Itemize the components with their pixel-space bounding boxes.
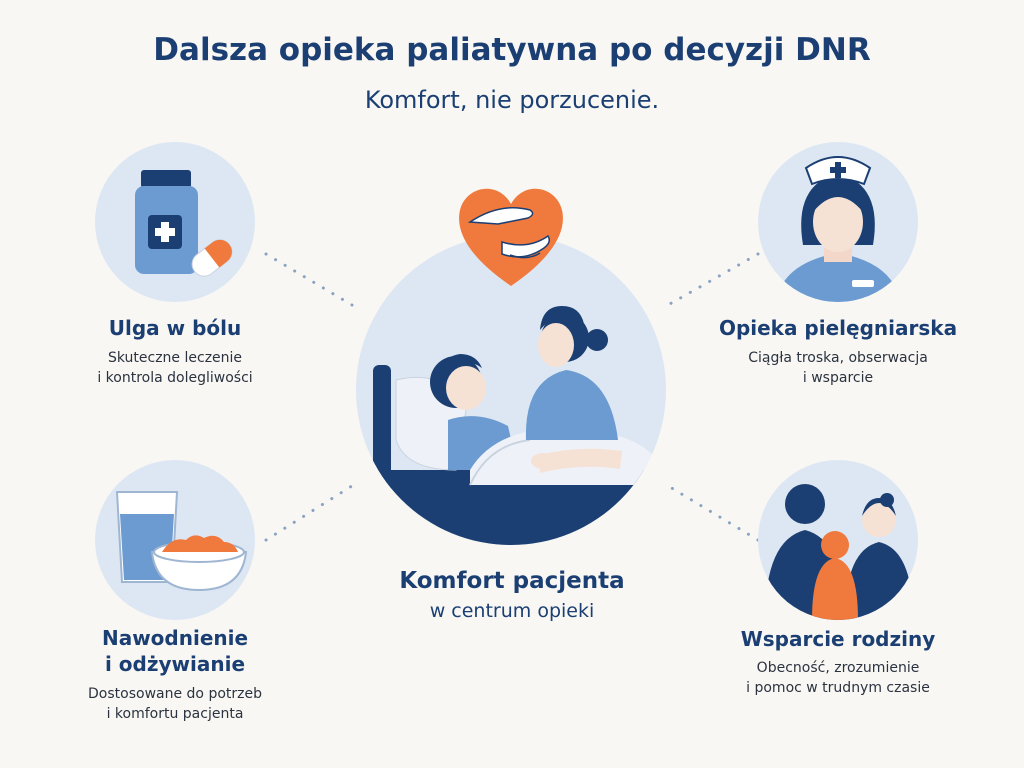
hydration-line2: i komfortu pacjenta [106, 706, 244, 722]
family-support-line2: i pomoc w trudnym czasie [746, 680, 930, 696]
center-heading: Komfort pacjenta [399, 568, 625, 594]
medicine-bottle-icon [95, 142, 255, 302]
family-support-heading: Wsparcie rodziny [740, 627, 936, 651]
nurse-icon [758, 142, 918, 302]
hydration-heading-line1: Nawodnienie [101, 626, 249, 650]
hydration-heading-line2: i odżywianie [104, 652, 246, 676]
pain-relief-line2: i kontrola dolegliwości [97, 370, 253, 386]
hydration-line1: Dostosowane do potrzeb [88, 686, 262, 702]
center-caption: w centrum opieki [429, 600, 595, 622]
nursing-care-line2: i wsparcie [802, 370, 874, 386]
pain-relief-heading: Ulga w bólu [108, 316, 242, 340]
family-icon [758, 460, 918, 620]
connector-lines [264, 252, 760, 542]
water-and-food-icon [95, 460, 255, 620]
nursing-care-line1: Ciągła troska, obserwacja [748, 350, 928, 366]
pain-relief-line1: Skuteczne leczenie [107, 350, 243, 366]
nursing-care-heading: Opieka pielęgniarska [718, 316, 958, 340]
page-title: Dalsza opieka paliatywna po decyzji DNR [153, 32, 871, 68]
family-support-line1: Obecność, zrozumienie [756, 660, 920, 676]
heart-hands-icon [459, 188, 563, 286]
page-subtitle: Komfort, nie porzucenie. [364, 86, 660, 114]
